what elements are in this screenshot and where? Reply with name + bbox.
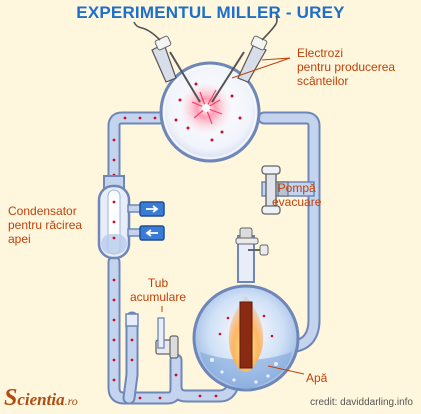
label-collection-tube: Tub acumulare [130, 276, 186, 304]
pump-valve [261, 165, 315, 215]
particle-dots [112, 116, 218, 400]
condenser-water-ports [127, 201, 165, 241]
label-condenser-line-2: pentru răcirea [8, 218, 83, 232]
label-pump-line-2: evacuare [272, 195, 322, 209]
arrow-in-icon [145, 229, 158, 237]
lower-flask [192, 227, 305, 392]
label-electrodes: Electrozi pentru producerea scânteilor [297, 46, 395, 88]
brand-name: cientia [17, 390, 65, 409]
glass-tubing [107, 111, 321, 405]
collection-tube [125, 306, 179, 359]
brand-initial: S [4, 385, 18, 411]
condenser [97, 175, 165, 260]
brand-suffix: .ro [64, 394, 78, 408]
label-electrodes-line-2: pentru producerea [297, 60, 396, 74]
brand-logo[interactable]: Scientia.ro [4, 385, 78, 412]
label-condenser: Condensator pentru răcirea apei [8, 204, 82, 246]
label-electrodes-line-3: scânteilor [297, 74, 349, 88]
diagram-title: EXPERIMENTUL MILLER - UREY [76, 3, 345, 22]
electrode-pointer-lines [231, 57, 291, 79]
upper-flask [159, 61, 261, 163]
label-water: Apă [306, 371, 328, 385]
label-collection-tube-line-1: Tub [147, 276, 169, 290]
label-electrodes-line-1: Electrozi [297, 46, 344, 60]
label-collection-tube-line-2: acumulare [130, 290, 187, 304]
credit-text: credit: daviddarling.info [310, 397, 413, 408]
spark-icon [191, 89, 223, 125]
electrodes [133, 15, 291, 103]
arrow-out-icon [146, 205, 159, 213]
label-condenser-line-3: apei [8, 232, 31, 246]
label-pump-line-1: Pompă [277, 181, 316, 195]
label-condenser-line-1: Condensator [8, 204, 77, 218]
water-pointer-line [267, 365, 305, 375]
label-pump: Pompă evacuare [272, 181, 321, 209]
